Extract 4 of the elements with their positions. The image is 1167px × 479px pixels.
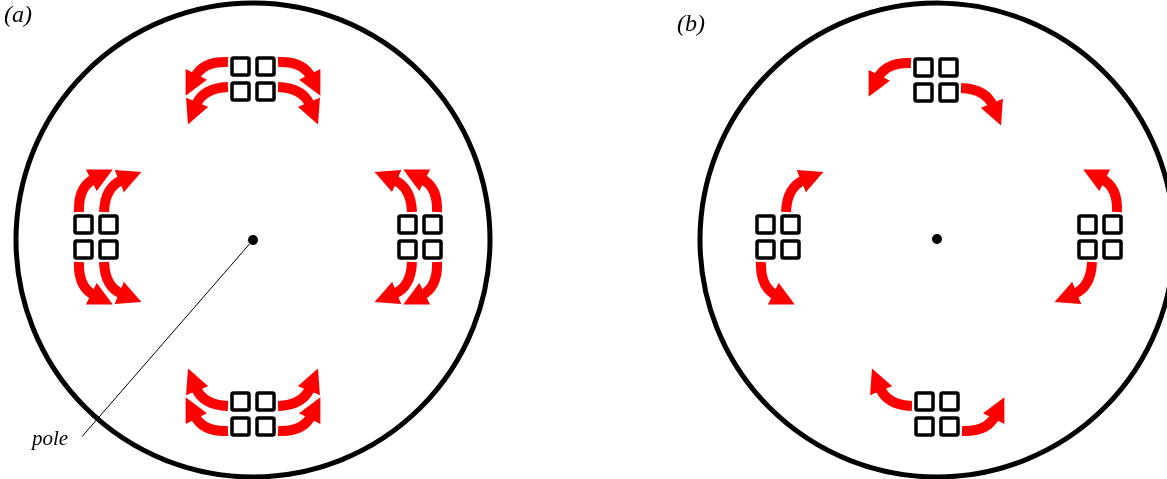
panel-label: (b) <box>677 11 705 35</box>
pole-label: pole <box>20 424 80 452</box>
panel-label: (a) <box>4 2 32 26</box>
leader-line <box>81 243 251 438</box>
